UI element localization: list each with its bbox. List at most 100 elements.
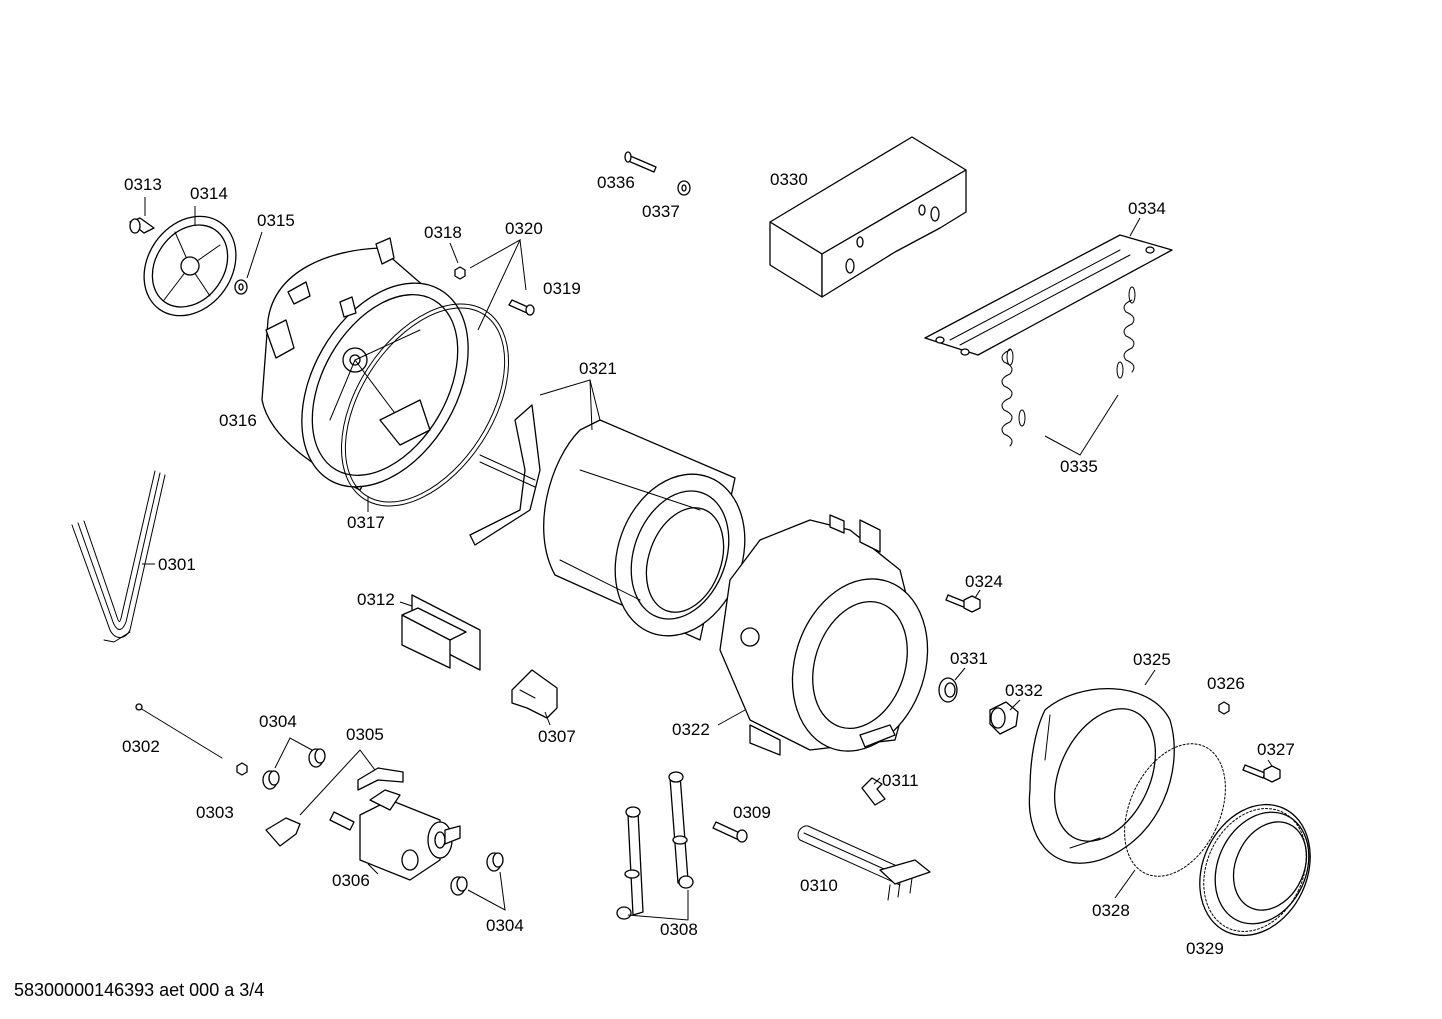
leader-0306 [367, 863, 379, 875]
part-0331-nut [938, 677, 958, 703]
part-0306-motor [329, 789, 461, 881]
label-0312: 0312 [357, 590, 395, 609]
label-0320: 0320 [505, 219, 543, 238]
part-0311-clip [861, 777, 886, 806]
label-0331: 0331 [950, 649, 988, 668]
leader-0325 [1144, 669, 1156, 686]
leader-0322 [717, 709, 746, 726]
part-0314-pulley [143, 215, 237, 317]
label-0322: 0322 [672, 720, 710, 739]
label-0317: 0317 [347, 513, 385, 532]
leader-0321-b [589, 379, 601, 421]
part-0335-spring-left [1001, 348, 1026, 447]
part-0313-bolt [129, 217, 155, 234]
part-0317-seal-ring [340, 303, 510, 507]
leader-0335 [1044, 394, 1119, 456]
part-0305-clip-b [265, 817, 301, 847]
leader-0315 [246, 231, 263, 279]
part-0304-bushing-c [450, 876, 468, 896]
leader-0327 [1267, 759, 1273, 767]
part-0304-bushing-b [308, 748, 326, 768]
part-0305-clip-a [357, 767, 404, 791]
part-0319-bolt [508, 299, 535, 316]
label-0316: 0316 [219, 411, 257, 430]
part-0325-front-weight [1028, 687, 1175, 864]
part-0312-plate [401, 594, 481, 671]
part-0334-bracket [924, 234, 1173, 356]
leader-0307 [544, 711, 551, 726]
part-0308-shock-left [616, 806, 644, 920]
label-0313: 0313 [124, 175, 162, 194]
part-0328-spring-band [1124, 743, 1226, 877]
leader-0320-b [519, 239, 527, 291]
part-0304-bushing-d [486, 852, 504, 872]
label-0324: 0324 [965, 572, 1003, 591]
part-0309-screw [712, 821, 748, 843]
label-0310: 0310 [800, 876, 838, 895]
leader-0321 [539, 379, 593, 431]
label-0306: 0306 [332, 871, 370, 890]
leader-0305 [299, 749, 376, 816]
part-0316-rear-tub [261, 237, 469, 491]
label-0309: 0309 [733, 803, 771, 822]
label-0335: 0335 [1060, 457, 1098, 476]
leader-0324 [974, 589, 981, 599]
label-0301: 0301 [158, 555, 196, 574]
part-0315-washer [234, 279, 248, 295]
label-0319: 0319 [543, 279, 581, 298]
document-footer-code: 58300000146393 aet 000 a 3/4 [14, 980, 265, 1000]
part-0335-spring-right [1116, 286, 1136, 379]
part-0329-door-seal [1199, 803, 1311, 937]
leader-0304b [467, 871, 506, 911]
part-0336-screw [624, 151, 657, 173]
label-0303: 0303 [196, 803, 234, 822]
part-0324-screw [945, 594, 981, 613]
part-0330-counterweight [769, 136, 967, 298]
label-0332: 0332 [1005, 681, 1043, 700]
part-0327-screw [1242, 764, 1281, 783]
part-0318-nut [454, 266, 466, 280]
label-0330: 0330 [770, 170, 808, 189]
label-0311: 0311 [882, 771, 919, 790]
part-0308-shock-right [668, 771, 694, 889]
label-0307: 0307 [538, 727, 576, 746]
label-0337: 0337 [642, 202, 680, 221]
leader-0332 [1009, 699, 1021, 711]
part-0301-drive-belt [71, 470, 166, 643]
part-0332-bearing [989, 701, 1019, 735]
label-0321: 0321 [579, 359, 617, 378]
label-0302: 0302 [122, 737, 160, 756]
label-0304-lower: 0304 [486, 916, 524, 935]
label-0326: 0326 [1207, 674, 1245, 693]
label-0328: 0328 [1092, 901, 1130, 920]
label-0327: 0327 [1257, 740, 1295, 759]
leader-0312 [399, 601, 413, 607]
leader-0334 [1129, 217, 1141, 237]
part-0322-front-tub [719, 514, 929, 756]
label-0318: 0318 [424, 223, 462, 242]
part-0304-bushing-a [262, 770, 280, 790]
label-0334: 0334 [1128, 199, 1166, 218]
leader-0331 [954, 667, 966, 681]
label-0304-upper: 0304 [259, 712, 297, 731]
part-0307-bracket [511, 669, 558, 719]
part-labels: 0301 0302 0303 0304 0304 0305 0306 0307 … [122, 170, 1295, 958]
part-0326-nut [1218, 701, 1230, 715]
label-0314: 0314 [190, 184, 228, 203]
part-0310-heater [797, 825, 931, 901]
label-0329: 0329 [1186, 939, 1224, 958]
leader-0318 [449, 242, 459, 264]
part-0302-rod [135, 703, 223, 759]
leader-0311 [873, 777, 881, 785]
label-0308: 0308 [660, 920, 698, 939]
leader-0320 [469, 238, 522, 331]
label-0336: 0336 [597, 173, 635, 192]
label-0325: 0325 [1133, 650, 1171, 669]
leader-0304a [274, 737, 313, 769]
part-0321-drum [469, 404, 746, 641]
label-0305: 0305 [346, 725, 384, 744]
leader-0328 [1114, 869, 1136, 899]
leader-0308 [627, 890, 689, 921]
label-0315: 0315 [257, 211, 295, 230]
